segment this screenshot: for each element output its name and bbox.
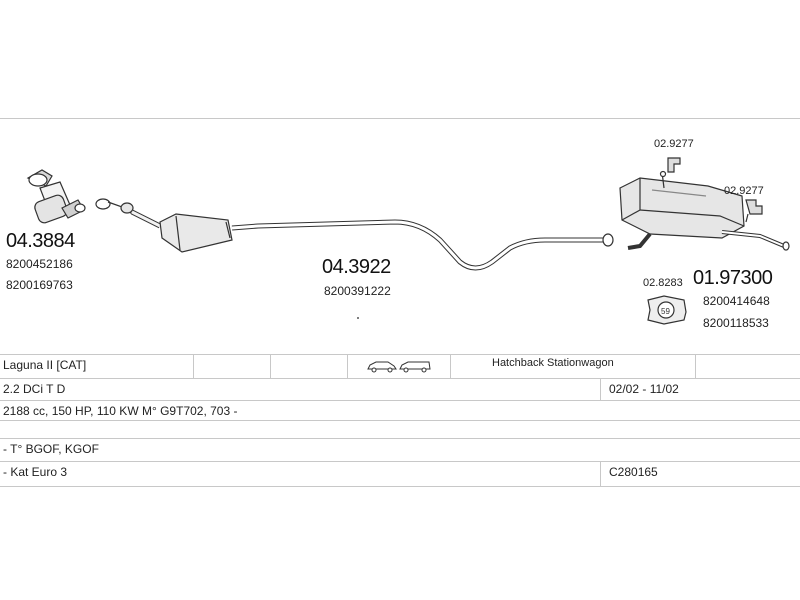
part-ref-front-catalyst-2: 8200169763 bbox=[6, 278, 73, 292]
table-divider bbox=[347, 354, 348, 378]
table-line bbox=[0, 486, 800, 487]
table-divider bbox=[193, 354, 194, 378]
rear-silencer-drawing bbox=[619, 177, 790, 251]
part-number-front-catalyst: 04.3884 bbox=[6, 230, 75, 252]
model-cell: Laguna II [CAT] bbox=[3, 358, 87, 372]
stationwagon-car-icon bbox=[399, 361, 431, 373]
type-codes-cell: - T° BGOF, KGOF bbox=[3, 442, 99, 456]
hanger-right-drawing bbox=[745, 199, 763, 223]
part-ref-center-pipe-1: 8200391222 bbox=[324, 284, 391, 298]
exhaust-diagram: 59 bbox=[26, 157, 790, 325]
part-number-hanger-right: 02.9277 bbox=[724, 185, 764, 197]
gasket-drawing: 59 bbox=[647, 295, 687, 325]
engine-cell: 2.2 DCi T D bbox=[3, 382, 66, 396]
table-divider bbox=[600, 461, 601, 486]
table-line bbox=[0, 438, 800, 439]
part-number-center-pipe: 04.3922 bbox=[322, 256, 391, 278]
part-ref-rear-silencer-2: 8200118533 bbox=[703, 316, 769, 330]
part-ref-rear-silencer-1: 8200414648 bbox=[703, 294, 770, 308]
specs-cell: 2188 cc, 150 HP, 110 KW M° G9T702, 703 - bbox=[3, 404, 238, 418]
table-line bbox=[0, 354, 800, 355]
table-divider bbox=[450, 354, 451, 378]
part-number-rear-silencer: 01.97300 bbox=[693, 267, 773, 289]
table-line bbox=[0, 420, 800, 421]
center-pipe-drawing bbox=[95, 198, 614, 319]
part-number-hanger-top: 02.9277 bbox=[654, 138, 694, 150]
emission-cell: - Kat Euro 3 bbox=[3, 465, 68, 479]
part-number-gasket: 02.8283 bbox=[643, 277, 683, 289]
code-cell: C280165 bbox=[609, 465, 658, 479]
dates-cell: 02/02 - 11/02 bbox=[609, 382, 679, 396]
table-divider bbox=[600, 378, 601, 400]
svg-text:59: 59 bbox=[661, 307, 670, 316]
table-line bbox=[0, 461, 800, 462]
part-ref-front-catalyst-1: 8200452186 bbox=[6, 257, 73, 271]
body-type-icons bbox=[367, 361, 431, 373]
body-types-cell: Hatchback Stationwagon bbox=[492, 357, 614, 369]
table-divider bbox=[695, 354, 696, 378]
top-border bbox=[0, 118, 800, 119]
table-line bbox=[0, 378, 800, 379]
hatchback-car-icon bbox=[367, 361, 397, 373]
hanger-top-drawing bbox=[659, 157, 681, 189]
table-line bbox=[0, 400, 800, 401]
table-divider bbox=[270, 354, 271, 378]
front-catalyst-drawing bbox=[26, 169, 86, 224]
